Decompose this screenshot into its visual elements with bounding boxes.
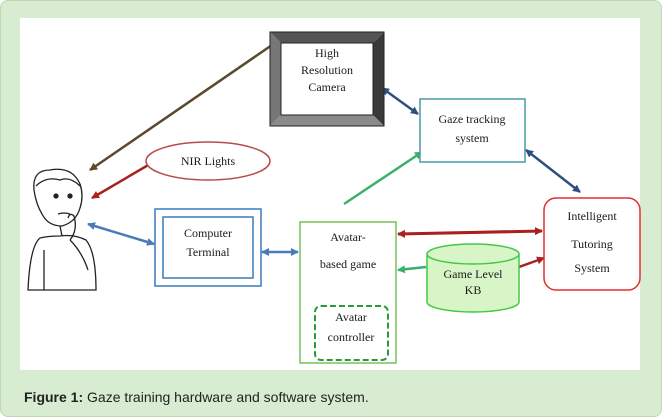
arrow-avatar-its xyxy=(397,227,543,238)
avatar-game-label-line2: based game xyxy=(320,257,376,271)
terminal-label-line1: Computer xyxy=(184,226,232,240)
arrow-avatar-to-gaze xyxy=(343,150,423,206)
nir-lights-node: NIR Lights xyxy=(145,141,271,181)
camera-label-line3: Camera xyxy=(308,80,346,94)
intelligent-tutoring-node: Intelligent Tutoring System xyxy=(543,197,641,291)
camera-label-line2: Resolution xyxy=(301,63,353,77)
its-label-line2: Tutoring xyxy=(571,237,613,251)
arrow-gaze-its xyxy=(525,149,581,193)
its-label-line1: Intelligent xyxy=(567,209,617,223)
camera-node: High Resolution Camera xyxy=(269,31,385,127)
arrow-nir-to-user xyxy=(91,162,151,200)
game-level-kb-node: Game Level KB xyxy=(426,243,520,313)
arrow-camera-to-user xyxy=(89,43,273,172)
figure-caption: Figure 1: Gaze training hardware and sof… xyxy=(24,389,369,405)
avatar-game-label-line1: Avatar- xyxy=(330,230,366,244)
kb-label-line1: Game Level xyxy=(444,267,504,281)
kb-label-line2: KB xyxy=(465,283,482,297)
controller-label-line1: Avatar xyxy=(335,310,367,324)
caption-label: Figure 1: xyxy=(24,389,84,405)
controller-label-line2: controller xyxy=(328,330,375,344)
camera-label-line1: High xyxy=(315,46,339,60)
its-label-line3: System xyxy=(574,261,610,275)
gaze-label-line1: Gaze tracking xyxy=(439,112,506,126)
arrow-kb-to-avatar xyxy=(397,265,427,274)
terminal-label-line2: Terminal xyxy=(186,245,230,259)
avatar-controller-node: Avatar controller xyxy=(314,305,389,361)
gaze-label-line2: system xyxy=(455,131,489,145)
computer-terminal-node: Computer Terminal xyxy=(154,208,262,287)
caption-text: Gaze training hardware and software syst… xyxy=(87,389,369,405)
arrow-user-terminal xyxy=(87,222,155,246)
nir-label: NIR Lights xyxy=(181,154,236,168)
gaze-tracking-node: Gaze tracking system xyxy=(419,98,526,163)
arrow-camera-gaze xyxy=(381,86,419,116)
user-figure xyxy=(27,168,97,291)
